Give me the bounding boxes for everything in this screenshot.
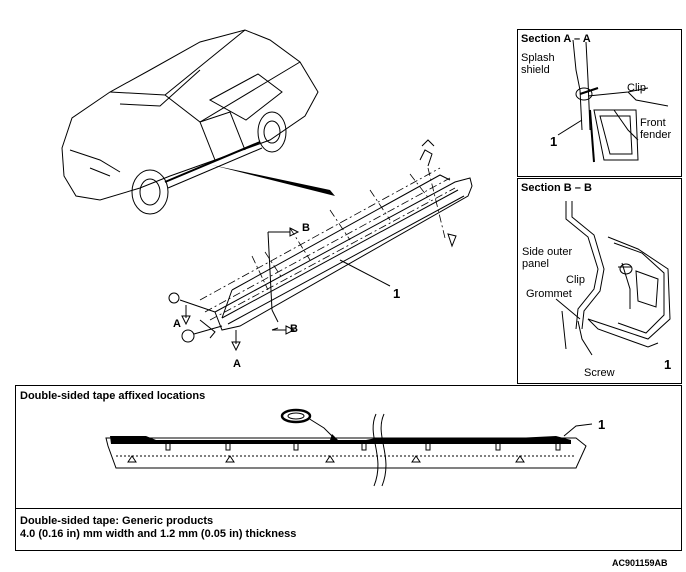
section-b-panel: Section B – B Side outer panel Clip Grom… [517,178,682,384]
vehicle-illustration [61,29,319,215]
side-outer-panel-label: Side outer panel [522,246,573,270]
main-view: A A B B 1 [61,29,473,370]
section-a-drawing [557,39,669,163]
screw-label: Screw [584,367,615,379]
callout-1-section-a: 1 [550,134,558,149]
section-b-title: Section B – B [521,182,592,194]
clip-label-a: Clip [627,82,646,94]
spec-panel: Double-sided tape: Generic products 4.0 … [15,508,682,551]
grommet-label: Grommet [526,288,572,300]
spec-line-2: 4.0 (0.16 in) mm width and 1.2 mm (0.05 … [20,528,297,540]
spec-line-1: Double-sided tape: Generic products [20,515,214,527]
main-view-drawing [61,29,473,352]
callout-1-tape: 1 [598,417,606,432]
tape-locations-panel: Double-sided tape affixed locations 1 [15,385,682,509]
label-b-bottom: B [290,323,298,335]
label-a-bottom: A [233,358,241,370]
section-b-drawing [555,201,671,356]
side-sill-garnish [168,139,473,352]
tape-panel-title: Double-sided tape affixed locations [20,390,206,402]
section-a-title: Section A – A [521,33,591,45]
figure-code: AC901159AB [612,558,668,568]
section-a-panel: Section A – A Splash shield Clip Front f… [517,29,682,177]
pointer-wedge [212,165,335,196]
callout-1-section-b: 1 [664,357,672,372]
tape-locations-drawing [105,408,593,487]
garnish-strip [105,413,593,487]
label-a-top: A [173,318,181,330]
callout-1-main: 1 [393,286,401,301]
label-b-top: B [302,222,310,234]
splash-shield-label: Splash shield [521,52,555,76]
front-fender-label: Front fender [640,117,672,141]
tape-roll-illustration [280,408,340,442]
clip-label-b: Clip [566,274,585,286]
